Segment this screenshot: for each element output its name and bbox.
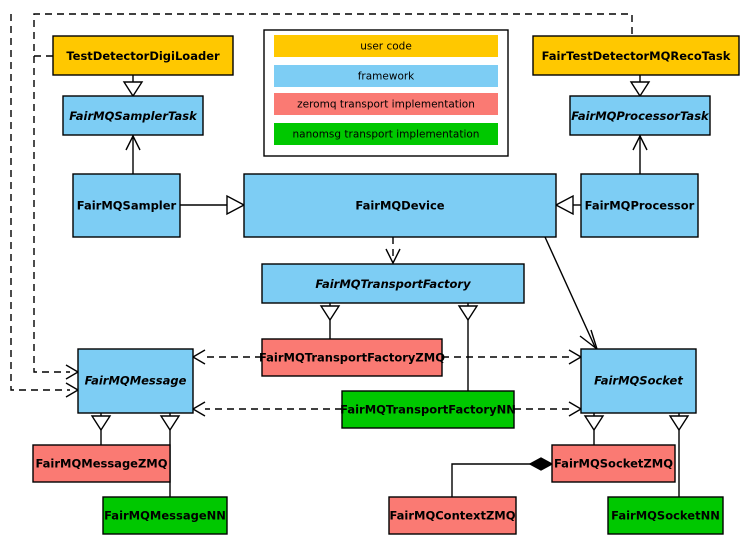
class-rect-fairmqmessagezmq[interactable] bbox=[32, 444, 171, 483]
arrowhead-dependency-socket-from-zmq bbox=[568, 349, 583, 365]
arrowhead-association-samplertask bbox=[125, 134, 141, 151]
class-box-layer: TestDetectorDigiLoader FairMQSamplerTask… bbox=[32, 35, 740, 535]
legend-label-user-code: user code bbox=[360, 41, 412, 53]
class-label-fairmqtransportfactory: FairMQTransportFactory bbox=[315, 277, 471, 291]
class-rect-fairtestdetectormqrecotask[interactable] bbox=[532, 35, 740, 76]
arrowhead-generalization-socketzmq bbox=[583, 415, 605, 432]
legend-item-zeromq: zeromq transport implementation bbox=[274, 93, 498, 115]
class-label-fairtestdetectormqrecotask: FairTestDetectorMQRecoTask bbox=[542, 49, 731, 63]
class-rect-fairmqmessagenn[interactable] bbox=[102, 496, 228, 535]
class-node-fairmqsamplertask[interactable]: FairMQSamplerTask bbox=[62, 95, 204, 136]
arrowhead-dependency-socket-from-nn bbox=[568, 401, 583, 417]
class-rect-fairmqsampler[interactable] bbox=[72, 173, 181, 238]
arrowhead-generalization-samplertask bbox=[122, 81, 144, 98]
class-node-fairtestdetectormqrecotask[interactable]: FairTestDetectorMQRecoTask bbox=[532, 35, 740, 76]
class-node-fairmqmessagenn[interactable]: FairMQMessageNN bbox=[102, 496, 228, 535]
class-label-fairmqsampler: FairMQSampler bbox=[77, 199, 177, 213]
edge-digiloader-top-rail bbox=[33, 13, 633, 57]
arrowhead-generalization-tfzmq bbox=[319, 305, 341, 322]
legend-item-user-code: user code bbox=[274, 35, 498, 57]
class-node-fairmqcontextzmq[interactable]: FairMQContextZMQ bbox=[388, 496, 517, 535]
arrowhead-composition-socketzmq bbox=[528, 457, 554, 471]
class-label-fairmqsocketzmq: FairMQSocketZMQ bbox=[554, 457, 673, 471]
class-rect-fairmqtransportfactoryzmq[interactable] bbox=[261, 338, 443, 377]
class-node-fairmqdevice[interactable]: FairMQDevice bbox=[243, 173, 557, 238]
class-node-fairmqmessage[interactable]: FairMQMessage bbox=[77, 348, 194, 414]
class-node-fairmqtransportfactoryzmq[interactable]: FairMQTransportFactoryZMQ bbox=[259, 338, 445, 377]
class-node-fairmqtransportfactorynn[interactable]: FairMQTransportFactoryNN bbox=[340, 390, 516, 429]
edge-device-socket bbox=[544, 236, 596, 348]
class-label-fairmqmessagenn: FairMQMessageNN bbox=[104, 509, 226, 523]
arrowhead-generalization-socketnn bbox=[668, 415, 690, 432]
class-rect-fairmqprocessor[interactable] bbox=[580, 173, 699, 238]
class-label-fairmqcontextzmq: FairMQContextZMQ bbox=[389, 509, 515, 523]
class-rect-fairmqsocket[interactable] bbox=[580, 348, 697, 414]
class-node-fairmqmessagezmq[interactable]: FairMQMessageZMQ bbox=[32, 444, 171, 483]
class-label-fairmqdevice: FairMQDevice bbox=[355, 199, 444, 213]
edge-contextzmq-socketzmq bbox=[451, 463, 540, 497]
arrowhead-generalization-processortask bbox=[629, 81, 651, 98]
class-node-fairmqsocketzmq[interactable]: FairMQSocketZMQ bbox=[551, 444, 676, 483]
arrowhead-dependency-message-from-nn bbox=[191, 401, 206, 417]
class-rect-fairmqmessage[interactable] bbox=[77, 348, 194, 414]
arrowhead-generalization-tfnn bbox=[457, 305, 479, 322]
class-rect-fairmqtransportfactory[interactable] bbox=[261, 263, 525, 304]
class-rect-fairmqsocketnn[interactable] bbox=[607, 496, 724, 535]
legend-label-framework: framework bbox=[358, 71, 415, 83]
edge-outer-left-rail bbox=[10, 14, 70, 391]
class-label-testdetectordigiloader: TestDetectorDigiLoader bbox=[66, 49, 220, 63]
class-rect-fairmqdevice[interactable] bbox=[243, 173, 557, 238]
class-label-fairmqsamplertask: FairMQSamplerTask bbox=[69, 109, 198, 123]
arrowhead-generalization-messagezmq bbox=[90, 415, 112, 432]
class-rect-fairmqsamplertask[interactable] bbox=[62, 95, 204, 136]
arrowhead-generalization-device-right bbox=[554, 194, 574, 216]
class-node-fairmqprocessor[interactable]: FairMQProcessor bbox=[580, 173, 699, 238]
arrowhead-dependency-transportfactory bbox=[385, 248, 401, 265]
legend-label-zeromq: zeromq transport implementation bbox=[297, 99, 475, 111]
arrowhead-generalization-messagenn bbox=[159, 415, 181, 432]
class-label-fairmqsocket: FairMQSocket bbox=[594, 374, 683, 388]
class-label-fairmqprocessortask: FairMQProcessorTask bbox=[571, 109, 710, 123]
legend-swatch-user-code bbox=[274, 35, 498, 57]
class-node-fairmqtransportfactory[interactable]: FairMQTransportFactory bbox=[261, 263, 525, 304]
legend: user code framework zeromq transport imp… bbox=[263, 29, 509, 157]
class-node-fairmqsocket[interactable]: FairMQSocket bbox=[580, 348, 697, 414]
edge-inner-left-rail bbox=[33, 56, 70, 373]
class-rect-fairmqsocketzmq[interactable] bbox=[551, 444, 676, 483]
class-node-fairmqprocessortask[interactable]: FairMQProcessorTask bbox=[569, 95, 711, 136]
class-node-testdetectordigiloader[interactable]: TestDetectorDigiLoader bbox=[52, 35, 234, 76]
class-label-fairmqmessage: FairMQMessage bbox=[85, 374, 187, 388]
arrowhead-dependency-message-from-zmq bbox=[191, 349, 206, 365]
arrowhead-association-processortask bbox=[632, 134, 648, 151]
arrowhead-generalization-device-left bbox=[226, 194, 246, 216]
class-label-fairmqmessagezmq: FairMQMessageZMQ bbox=[35, 457, 167, 471]
class-label-fairmqsocketnn: FairMQSocketNN bbox=[611, 509, 720, 523]
class-node-fairmqsocketnn[interactable]: FairMQSocketNN bbox=[607, 496, 724, 535]
class-rect-fairmqtransportfactorynn[interactable] bbox=[341, 390, 515, 429]
class-label-fairmqprocessor: FairMQProcessor bbox=[585, 199, 695, 213]
class-node-fairmqsampler[interactable]: FairMQSampler bbox=[72, 173, 181, 238]
class-rect-fairmqcontextzmq[interactable] bbox=[388, 496, 517, 535]
legend-label-nanomsg: nanomsg transport implementation bbox=[293, 129, 480, 141]
legend-swatch-zeromq bbox=[274, 93, 498, 115]
class-rect-fairmqprocessortask[interactable] bbox=[569, 95, 711, 136]
class-label-fairmqtransportfactoryzmq: FairMQTransportFactoryZMQ bbox=[259, 351, 445, 365]
class-label-fairmqtransportfactorynn: FairMQTransportFactoryNN bbox=[340, 403, 516, 417]
legend-swatch-framework bbox=[274, 65, 498, 87]
legend-swatch-nanomsg bbox=[274, 123, 498, 145]
legend-item-framework: framework bbox=[274, 65, 498, 87]
legend-item-nanomsg: nanomsg transport implementation bbox=[274, 123, 498, 145]
class-rect-testdetectordigiloader[interactable] bbox=[52, 35, 234, 76]
